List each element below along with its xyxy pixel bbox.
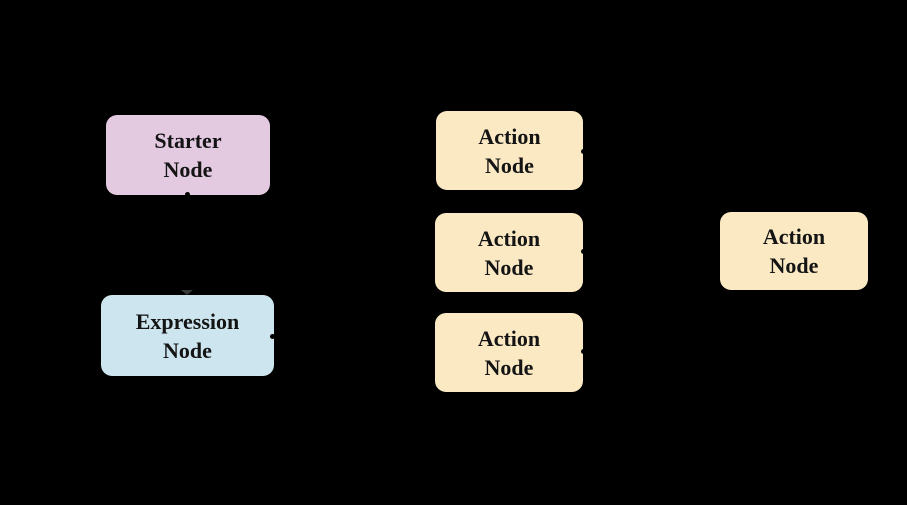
action-node-1-label-line2: Node [485,152,534,178]
connection-dot-action2-right [581,249,586,254]
arrowhead-expression-top [181,290,193,295]
connection-dot-action3-right [581,349,586,354]
action-node-right: Action Node [720,212,868,290]
action-node-2-label-line2: Node [484,254,534,280]
action-node-3: Action Node [435,313,583,392]
action-node-right-label-line1: Action [762,224,826,249]
connection-dot-starter-bottom [185,192,190,197]
action-node-3-label-line2: Node [484,354,534,380]
connection-dot-action1-right [581,149,586,154]
starter-node-label-line2: Node [163,157,213,182]
starter-node-label-line1: Starter [154,128,222,153]
action-node-2: Action Node [435,213,583,292]
action-node-1: Action Node [436,111,583,190]
expression-node: Expression Node [101,295,274,376]
action-node-3-label-line1: Action [477,325,541,351]
action-node-2-label-line1: Action [477,225,541,251]
connection-dot-expression-right [270,334,275,339]
starter-node: Starter Node [106,115,270,195]
action-node-right-label-line2: Node [769,253,819,278]
expression-node-label-line1: Expression [135,308,240,334]
expression-node-label-line2: Node [163,337,212,363]
action-node-1-label-line1: Action [478,123,541,149]
